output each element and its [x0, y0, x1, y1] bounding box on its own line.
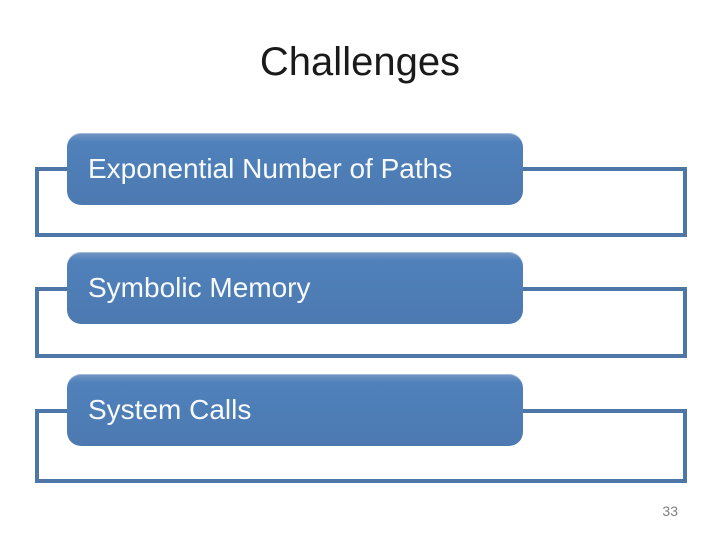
page-number: 33: [662, 503, 678, 519]
connector-right-stub: [523, 409, 683, 413]
connector-bracket: [35, 409, 687, 483]
list-item-label: Symbolic Memory: [88, 272, 311, 303]
list-item-label: Exponential Number of Paths: [88, 153, 453, 184]
connector-left-stub: [39, 409, 67, 413]
connector-right-stub: [523, 167, 683, 171]
connector-right-stub: [523, 287, 683, 291]
list-item-label: System Calls: [88, 394, 252, 425]
connector-bracket: [35, 287, 687, 358]
list-item-box: Symbolic Memory: [67, 252, 523, 324]
list-item-box: System Calls: [67, 374, 523, 446]
list-item-box: Exponential Number of Paths: [67, 133, 523, 205]
connector-left-stub: [39, 167, 67, 171]
connector-bracket: [35, 167, 687, 237]
slide-title: Challenges: [259, 40, 461, 84]
connector-left-stub: [39, 287, 67, 291]
